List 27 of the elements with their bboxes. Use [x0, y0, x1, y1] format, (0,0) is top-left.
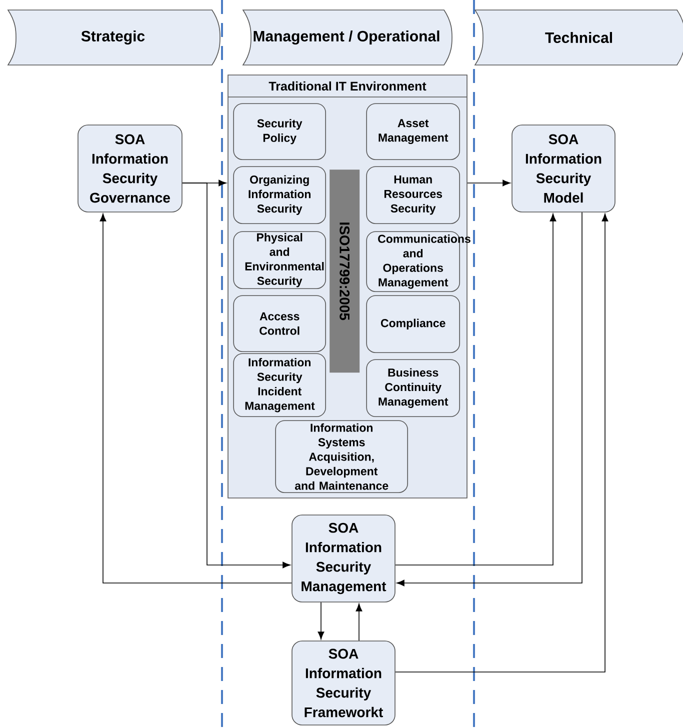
- arrow: [182, 182, 290, 568]
- process-box: SOA Information Security Model: [512, 124, 616, 212]
- process-box: Security Policy: [233, 103, 326, 160]
- standard-bar: ISO17799:2005: [330, 170, 360, 373]
- process-box: Physical and Environmental Security: [233, 231, 326, 289]
- column-header-band: Management / Operational: [242, 10, 452, 66]
- process-box: SOA Information Security Frameworkt: [292, 640, 396, 726]
- arrow: [100, 214, 292, 584]
- process-box: SOA Information Security Management: [292, 514, 396, 602]
- arrow: [395, 214, 556, 566]
- arrow: [467, 180, 510, 186]
- process-box: Access Control: [233, 295, 326, 352]
- arrow: [395, 214, 608, 672]
- process-box: SOA Information Security Governance: [78, 124, 182, 212]
- process-box: Organizing Information Security: [233, 166, 326, 224]
- process-box: Business Continuity Management: [366, 359, 460, 417]
- arrow: [318, 602, 324, 640]
- process-box: Asset Management: [366, 103, 460, 160]
- process-box: Communications and Operations Management: [366, 231, 470, 292]
- arrow: [396, 212, 582, 586]
- process-box: Human Resources Security: [366, 166, 460, 224]
- column-header-band: Technical: [474, 10, 683, 66]
- process-box: Information Systems Acquisition, Development and Maintenance: [275, 420, 408, 493]
- process-box: Compliance: [366, 295, 460, 353]
- column-header-band: Strategic: [8, 10, 220, 66]
- process-box: Information Security Incident Management: [233, 353, 326, 417]
- arrow: [356, 604, 362, 641]
